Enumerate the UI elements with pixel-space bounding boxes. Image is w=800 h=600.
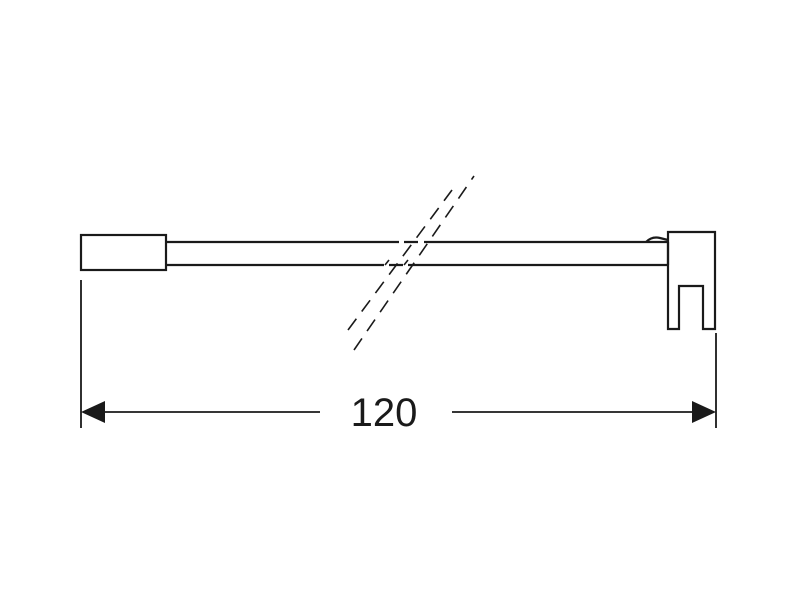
wall-mount-block [79, 233, 168, 272]
break-line-right [353, 175, 475, 351]
support-bar [79, 230, 717, 331]
dimension-value: 120 [351, 391, 418, 435]
arrowhead-right [692, 401, 716, 423]
glass-clamp [666, 230, 717, 331]
arrowhead-left [81, 401, 105, 423]
dimension [80, 280, 717, 428]
rod-joint [645, 236, 669, 243]
break-line-right-segment [403, 259, 409, 266]
break-line-left [347, 189, 453, 331]
break-lines [347, 175, 475, 351]
break-line-left-segment [384, 259, 390, 266]
break-gap [384, 239, 424, 268]
